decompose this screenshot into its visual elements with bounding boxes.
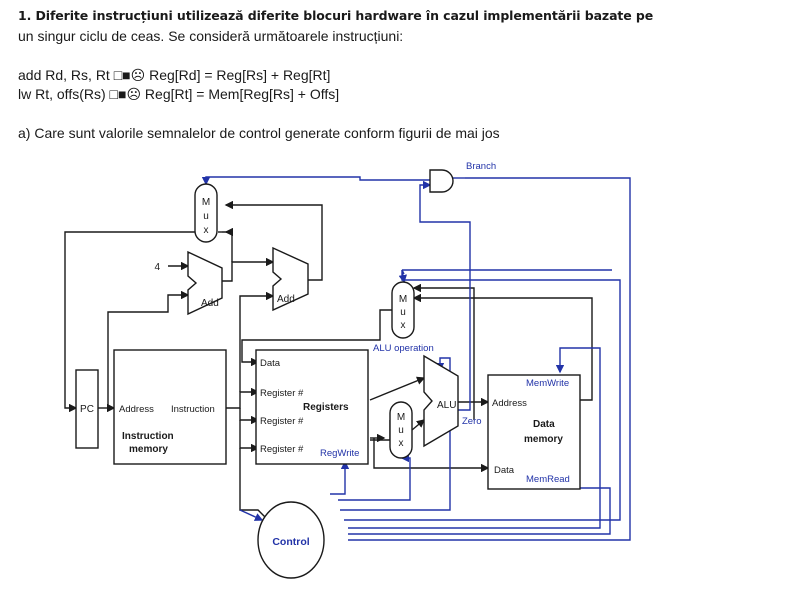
mux-top-label-u: u: [203, 211, 209, 222]
reg-data-label: Data: [260, 358, 281, 369]
alu-label: ALU: [437, 400, 456, 411]
branch-label: Branch: [466, 161, 496, 172]
mux-top-label-m: M: [202, 197, 210, 208]
reg-number-2: Register #: [260, 416, 304, 427]
zero-label: Zero: [462, 416, 482, 427]
memwrite-label: MemWrite: [526, 378, 569, 389]
mux-alu-label-u: u: [398, 425, 404, 436]
imem-title-2: memory: [129, 444, 168, 455]
dmem-title-2: memory: [524, 434, 563, 445]
adder-pc-plus-four: [187, 250, 223, 316]
data-memory: [487, 374, 581, 490]
mux-wb-label-m: M: [399, 294, 407, 305]
instruction-memory: [113, 349, 227, 465]
question-line2: un singur ciclu de ceas. Se consideră ur…: [18, 28, 404, 44]
instruction-lw: lw Rt, offs(Rs) □■☹ Reg[Rt] = Mem[Reg[Rs…: [18, 86, 340, 102]
memread-label: MemRead: [526, 474, 570, 485]
instruction-add: add Rd, Rs, Rt □■☹ Reg[Rd] = Reg[Rs] + R…: [18, 67, 331, 83]
control-unit: [257, 501, 325, 579]
reg-number-3: Register #: [260, 444, 304, 455]
mux-alu-src: [389, 401, 413, 459]
mux-wb-label-u: u: [400, 307, 406, 318]
pc-label: PC: [80, 404, 94, 415]
constant-four: 4: [154, 262, 160, 273]
adder-branch-target: [272, 246, 309, 312]
register-file: [255, 349, 369, 465]
adder-2-label: Add: [277, 294, 295, 305]
dmem-title-1: Data: [533, 419, 555, 430]
adder-1-label: Add: [201, 298, 219, 309]
imem-address-label: Address: [119, 404, 154, 415]
mux-top-label-x: x: [204, 225, 209, 236]
imem-instruction-label: Instruction: [171, 404, 215, 415]
mux-pc-select: [194, 183, 218, 243]
imem-title-1: Instruction: [122, 431, 174, 442]
program-counter: [75, 369, 99, 449]
dmem-data-label: Data: [494, 465, 515, 476]
mux-alu-label-x: x: [399, 438, 404, 449]
mux-wb-label-x: x: [401, 320, 406, 331]
alu-operation-label: ALU operation: [373, 343, 434, 354]
control-label: Control: [272, 536, 309, 548]
question-heading: 1. Diferite instrucțiuni utilizează dife…: [18, 8, 654, 23]
alu: [423, 354, 459, 448]
registers-title: Registers: [303, 402, 349, 413]
mux-writeback: [391, 281, 415, 339]
mux-alu-label-m: M: [397, 412, 405, 423]
dmem-address-label: Address: [492, 398, 527, 409]
question-part-a: a) Care sunt valorile semnalelor de cont…: [18, 125, 500, 141]
regwrite-label: RegWrite: [320, 448, 359, 459]
branch-and-gate: [429, 169, 454, 193]
reg-number-1: Register #: [260, 388, 304, 399]
